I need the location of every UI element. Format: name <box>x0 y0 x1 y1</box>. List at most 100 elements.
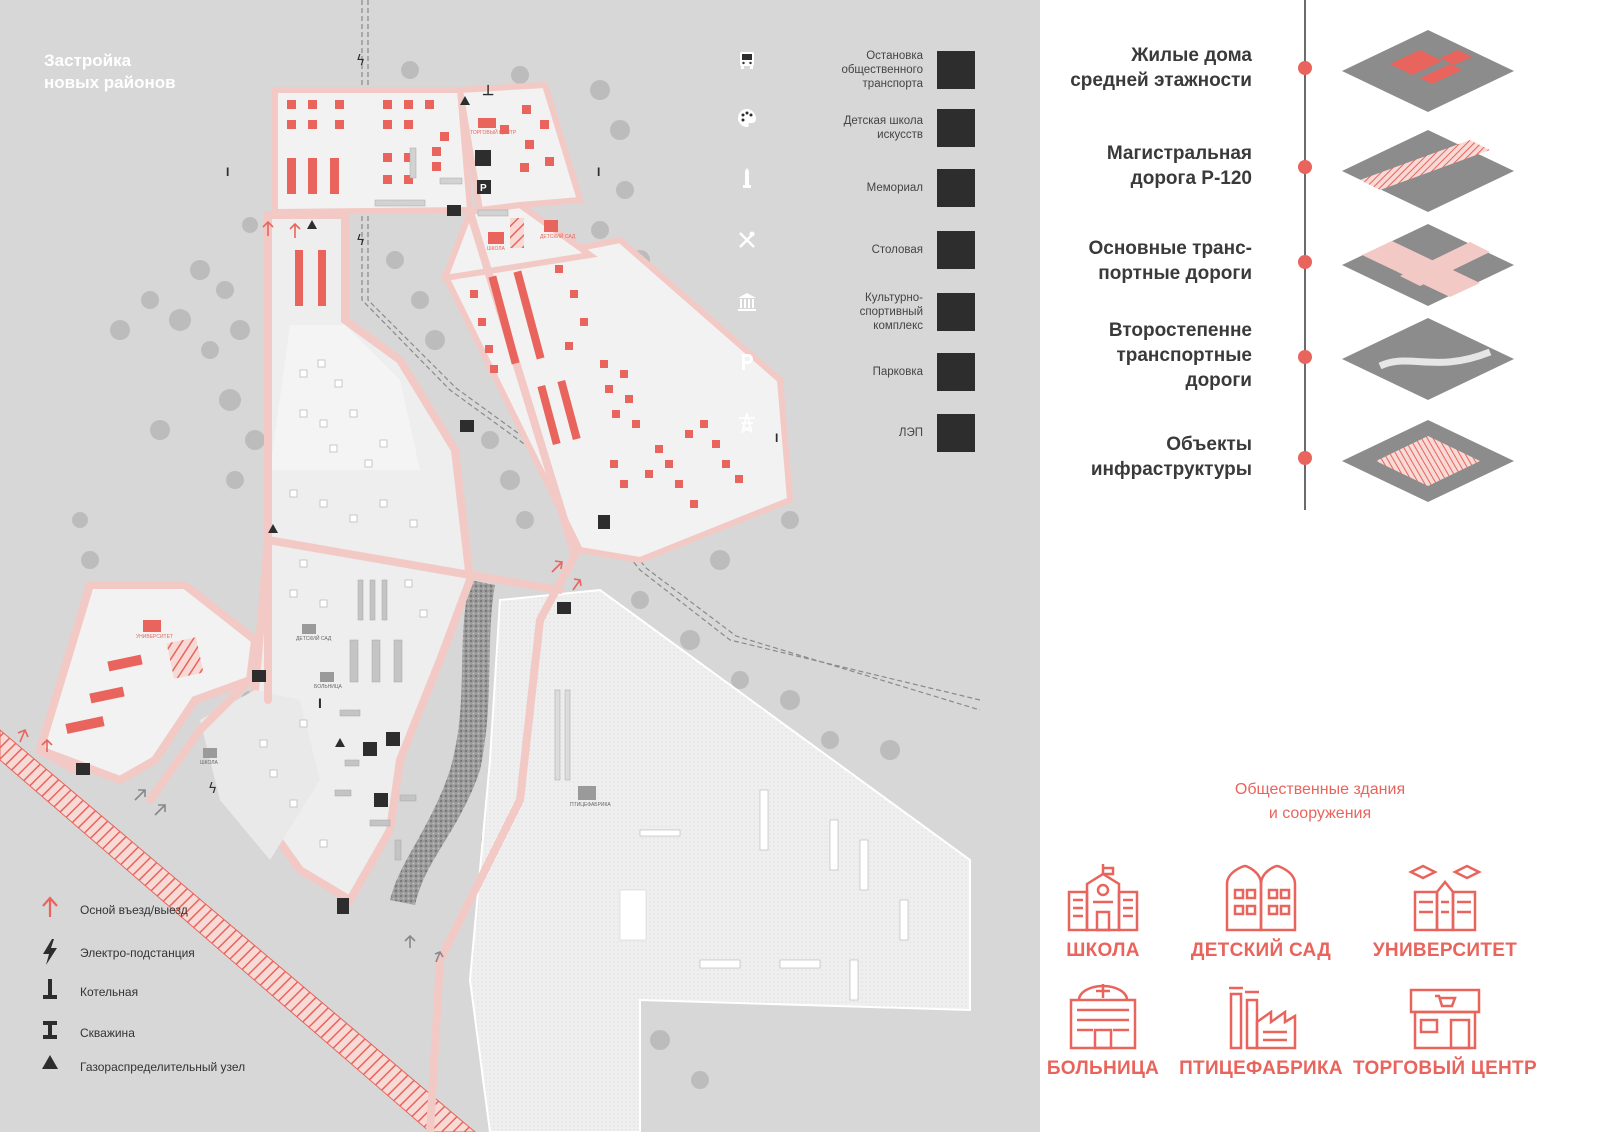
layer-label-line: Магистральная <box>1106 143 1252 164</box>
map-label-trade-center: ТОРГОВЫЙ ЦЕНТР <box>470 130 517 136</box>
boiler-icon <box>40 977 70 1007</box>
map-label-poultry-farm: ПТИЦЕФАБРИКА <box>570 802 611 808</box>
svg-text:I: I <box>597 165 600 179</box>
layer-dot <box>1298 350 1312 364</box>
tile-infrastructure-icon <box>1342 420 1514 502</box>
old-buildings <box>334 147 909 1001</box>
parking-icon <box>742 353 975 391</box>
map-title-line2: новых районов <box>44 73 176 92</box>
public-building-label: БОЛЬНИЦА <box>1046 1058 1160 1079</box>
houses <box>259 359 428 848</box>
layer-label-line: Второстепенне <box>1108 320 1252 341</box>
factory-icon <box>1229 986 1297 1050</box>
public-building-hospital: БОЛЬНИЦА <box>1008 980 1198 1080</box>
public-building-label: ДЕТСКИЙ САД <box>1190 940 1332 961</box>
map-label-school-north: ШКОЛА <box>487 246 505 252</box>
layer-label-line: инфраструктуры <box>1090 459 1252 480</box>
lightning-icon <box>40 938 70 968</box>
museum-icon <box>738 293 975 331</box>
svg-text:P: P <box>480 183 487 194</box>
svg-text:I: I <box>775 431 778 445</box>
symbol-legend-well: Скважина <box>40 1018 135 1048</box>
palette-icon <box>737 109 975 147</box>
poi-legend-canteen: Столовая <box>735 228 975 272</box>
symbol-legend-boiler: Котельная <box>40 977 138 1007</box>
map-label-kindergarten-north: ДЕТСКИЙ САД <box>540 234 576 240</box>
public-building-poultry-farm: ПТИЦЕФАБРИКА <box>1166 980 1356 1080</box>
poi-label: Столовая <box>871 244 923 256</box>
school-icon <box>1067 864 1139 932</box>
poi-legend-art-school: Детская школа искусств <box>735 106 975 150</box>
poi-label: ЛЭП <box>898 427 923 439</box>
svg-text:ϟ: ϟ <box>356 53 365 69</box>
map-poi-markers: P ⊥ I I I I ϟ ϟ ϟ <box>76 53 778 914</box>
poultry-farm-area <box>468 588 971 1132</box>
well-icon <box>40 1018 70 1048</box>
public-buildings-title-line: Общественные здания <box>1234 781 1406 798</box>
layer-label-line: транспортные <box>1116 345 1252 366</box>
symbol-label: Скважина <box>80 1026 135 1040</box>
layer-dot <box>1298 160 1312 174</box>
poi-label: Парковка <box>872 366 923 378</box>
public-building-university: УНИВЕРСИТЕТ <box>1350 862 1540 962</box>
tile-secondary-roads-icon <box>1342 318 1514 400</box>
university-hatched-plot <box>166 637 204 679</box>
university-campus <box>35 581 260 785</box>
power-tower-icon <box>739 412 975 452</box>
cutlery-icon <box>739 231 975 269</box>
layer-label: Основные транс- портные дороги <box>992 236 1252 286</box>
layer-dot <box>1298 61 1312 75</box>
layer-label-line: дорога Р-120 <box>1130 168 1252 189</box>
layer-label: Второстепенне транспортные дороги <box>992 318 1252 393</box>
tile-main-roads-icon <box>1342 224 1514 306</box>
poi-label: Детская школа искусств <box>843 115 923 141</box>
poi-label: Культурно-спортивный комплекс <box>859 292 923 332</box>
poi-label: Мемориал <box>866 182 923 194</box>
svg-text:ϟ: ϟ <box>356 233 365 249</box>
layer-label: Жилые дома средней этажности <box>992 43 1252 93</box>
north-east-district <box>456 81 584 214</box>
symbol-legend-gas-node: Газораспределительный узел <box>40 1052 245 1082</box>
south-plot <box>200 690 320 860</box>
svg-text:⊥: ⊥ <box>482 82 494 98</box>
layer-label: Магистральная дорога Р-120 <box>992 141 1252 191</box>
symbol-legend-substation: Электро-подстанция <box>40 938 195 968</box>
triangle-icon <box>40 1052 70 1082</box>
map-title-line1: Застройка <box>44 51 132 70</box>
poi-legend-bus-stop: Остановка общественного транспорта <box>735 48 975 92</box>
public-building-kindergarten: ДЕТСКИЙ САД <box>1166 862 1356 962</box>
symbol-label: Котельная <box>80 985 139 999</box>
layer-label-line: Жилые дома <box>1131 45 1252 66</box>
poi-legend-parking: Парковка <box>735 350 975 394</box>
residential-blocks <box>65 100 743 734</box>
tile-residential-icon <box>1342 30 1514 112</box>
public-buildings-title-line: и сооружения <box>1268 805 1372 822</box>
map-label-school-south: ШКОЛА <box>200 760 218 766</box>
bus-icon <box>740 51 975 89</box>
map-public-building-glyphs <box>143 118 558 632</box>
kindergarten-icon <box>1225 864 1297 932</box>
map-title: Застройка новых районов <box>44 50 244 94</box>
public-building-label: ТОРГОВЫЙ ЦЕНТР <box>1353 1058 1537 1079</box>
symbol-legend-entry: Осной въезд/выезд <box>40 895 188 925</box>
public-building-label: ПТИЦЕФАБРИКА <box>1179 1058 1343 1079</box>
public-building-label: УНИВЕРСИТЕТ <box>1372 940 1518 961</box>
tile-highway-icon <box>1342 130 1514 212</box>
arrow-up-icon <box>40 895 70 925</box>
river <box>390 580 495 905</box>
highway-r120 <box>0 729 476 1132</box>
public-building-school: ШКОЛА <box>1008 862 1198 962</box>
poi-legend-memorial: Мемориал <box>735 166 975 210</box>
map-drawing: P ⊥ I I I I ϟ ϟ ϟ <box>0 0 981 1132</box>
symbol-label: Электро-подстанция <box>80 946 195 960</box>
site-plan-map: P ⊥ I I I I ϟ ϟ ϟ <box>0 0 1040 1132</box>
public-building-label: ШКОЛА <box>1066 940 1140 961</box>
svg-text:ϟ: ϟ <box>208 781 217 797</box>
layer-label-line: дороги <box>1185 370 1252 391</box>
layer-label-line: средней этажности <box>1070 70 1252 91</box>
central-plot <box>270 325 420 470</box>
entry-arrows <box>17 220 582 963</box>
symbol-label: Газораспределительный узел <box>80 1060 246 1074</box>
layer-label: Объекты инфраструктуры <box>992 432 1252 482</box>
poi-label: Остановка общественного транспорта <box>841 50 923 90</box>
